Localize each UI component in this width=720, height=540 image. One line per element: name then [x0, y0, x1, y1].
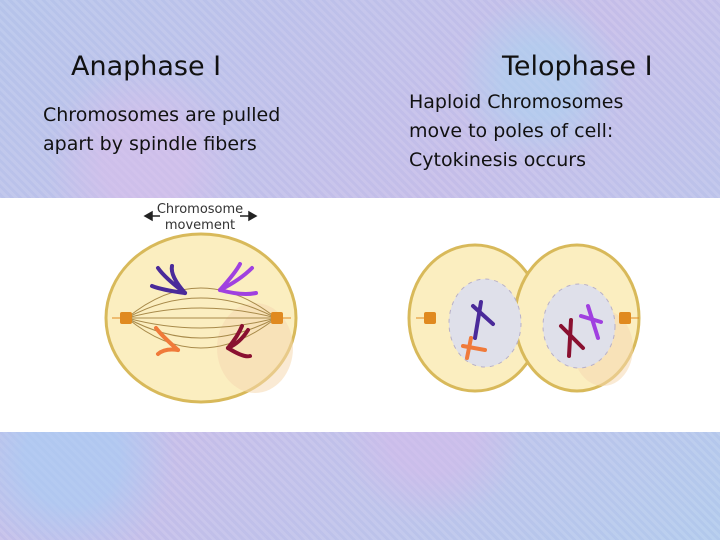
nucleus-left — [448, 278, 522, 368]
telophase-title: Telophase I — [502, 51, 653, 82]
telophase-diagram — [407, 243, 641, 393]
chromosome-right-top — [218, 262, 258, 296]
centriole-left — [416, 312, 436, 324]
centriole-right — [271, 312, 291, 324]
chromosome-purple-light — [579, 304, 603, 340]
chromosome-movement-label-line1: Chromosome — [157, 202, 243, 217]
centriole-right — [619, 312, 639, 324]
spindle-fibers — [126, 287, 277, 349]
movement-arrows — [143, 210, 258, 222]
telophase-diagram-panel — [393, 198, 720, 432]
centriole-left — [112, 312, 132, 324]
telophase-description: Haploid Chromosomes move to poles of cel… — [409, 91, 624, 171]
chromosome-left-top — [150, 264, 187, 295]
anaphase-diagram: Chromosome movement — [104, 202, 298, 404]
chromosome-right-bottom — [226, 324, 252, 359]
chromosome-purple-dark — [471, 300, 495, 340]
nucleus-right — [542, 283, 616, 369]
anaphase-diagram-panel: Chromosome movement — [0, 198, 393, 432]
chromosome-maroon — [559, 318, 585, 358]
chromosome-orange — [461, 336, 487, 360]
anaphase-description: Chromosomes are pulled apart by spindle … — [43, 104, 281, 155]
anaphase-title: Anaphase I — [71, 51, 222, 82]
chromosome-movement-label-line2: movement — [165, 218, 235, 233]
chromosome-left-bottom — [154, 326, 180, 356]
